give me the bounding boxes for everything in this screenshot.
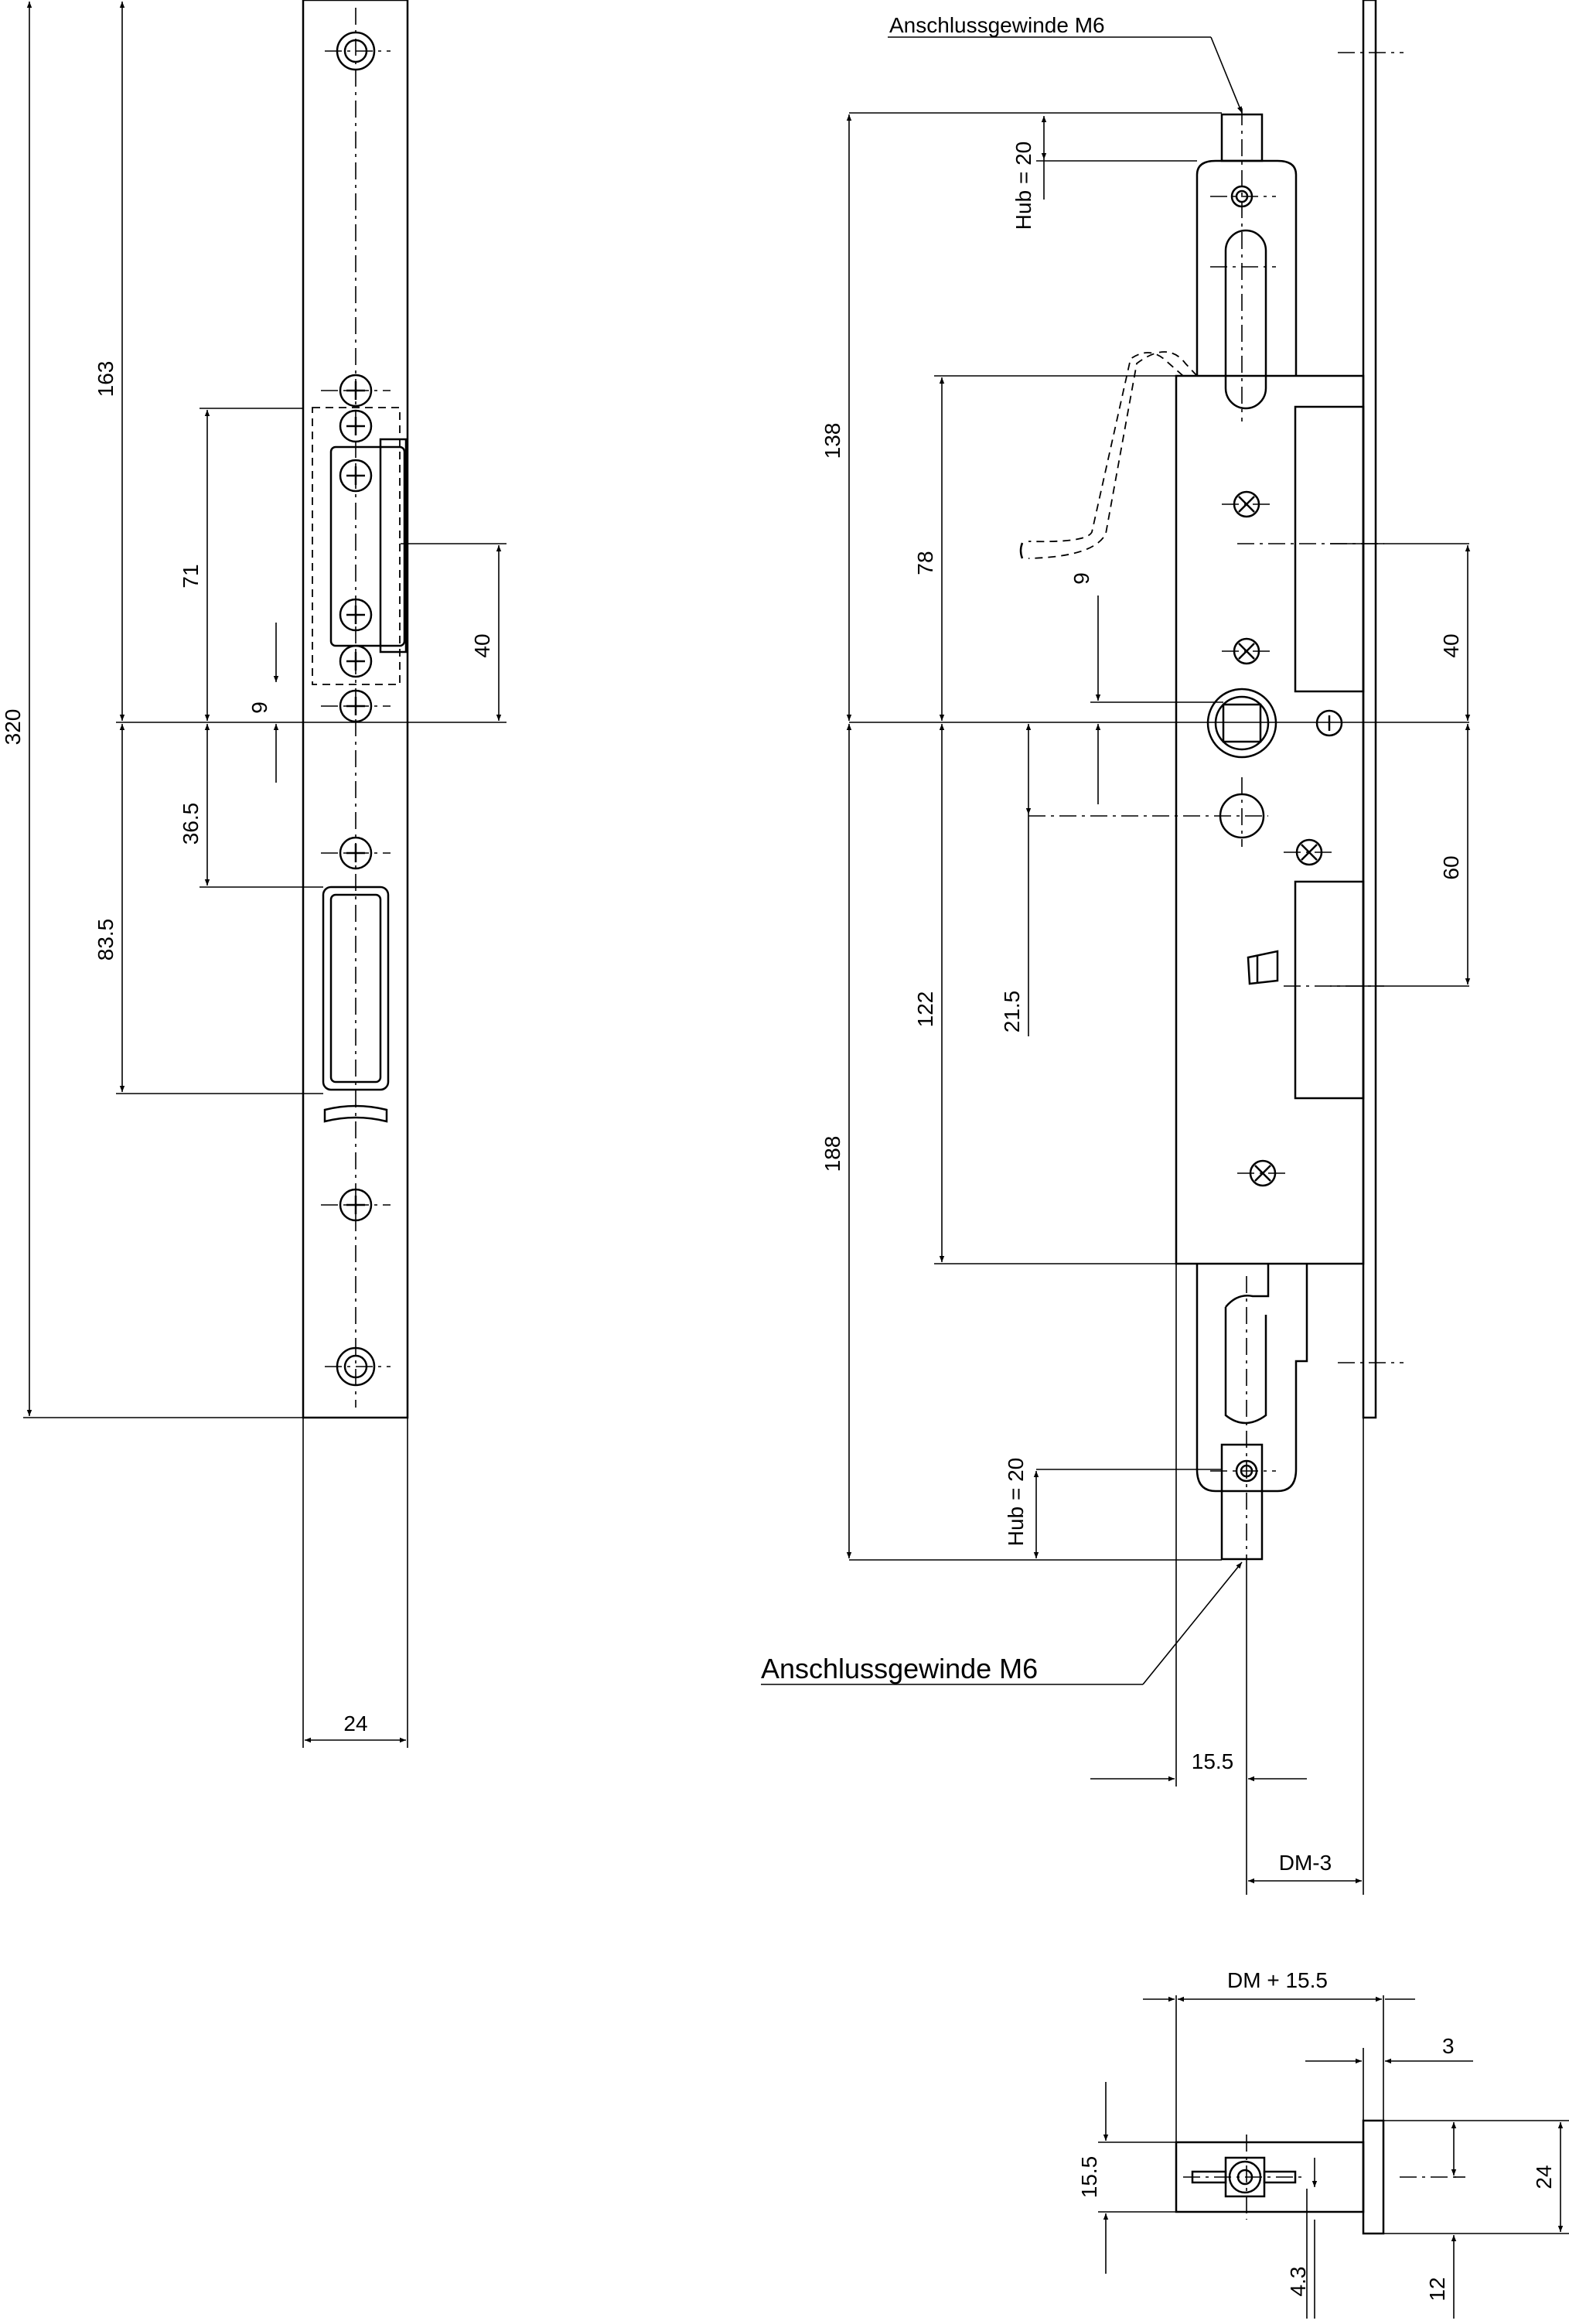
lock-body-view: Anschlussgewinde M6 Anschlussgewinde M6 …: [761, 0, 1471, 1895]
latch-pocket-outline: [312, 407, 401, 685]
strike-plate-outline: [302, 0, 409, 1419]
strike-bolt-end-label: 83.5: [94, 919, 118, 961]
faceplate-thickness-label: 3: [1442, 2034, 1455, 2058]
lock-cylinder-label: 21.5: [1000, 991, 1024, 1033]
section-faceplate: [1362, 2119, 1385, 2235]
dm-plus-label: DM + 15.5: [1227, 1968, 1328, 1992]
section-height-label: 15.5: [1077, 2156, 1101, 2199]
strike-offset-label: 9: [247, 701, 271, 714]
top-rod: [1196, 159, 1298, 376]
lock-latch-label: 40: [1439, 633, 1463, 657]
lock-bolt-label: 60: [1439, 855, 1463, 879]
bottom-rod: [1196, 1264, 1308, 1493]
bolt-box: [1294, 880, 1365, 1100]
thread-label-top: Anschlussgewinde M6: [889, 13, 1105, 37]
bottom-rod-head: [1220, 1443, 1264, 1561]
indicator-icon: [1315, 709, 1343, 737]
strike-latch-zone-label: 71: [179, 564, 203, 588]
strike-height-label: 320: [1, 709, 25, 746]
lock-case-top-label: 78: [913, 551, 937, 575]
screw-icon: [339, 598, 373, 632]
lock-backset-label: 15.5: [1192, 1749, 1234, 1773]
lock-case: [1175, 374, 1365, 1265]
follower-square-icon: [1222, 703, 1262, 743]
latch-tongue-icon: [1247, 950, 1279, 985]
latch-opening: [329, 445, 406, 647]
thread-label-bottom: Anschlussgewinde M6: [761, 1653, 1038, 1684]
bolt-notch: [323, 1104, 388, 1123]
lock-case-bottom-label: 122: [913, 991, 937, 1028]
strike-bolt-opening-label: 36.5: [179, 803, 203, 845]
screw-icon: [339, 459, 373, 493]
lock-offset-label: 9: [1069, 572, 1093, 585]
follower-hub: [1206, 688, 1277, 759]
screw-icon: [339, 644, 373, 678]
section-view: DM + 15.5 3 15.5 24 4.3 12: [1077, 1968, 1569, 2319]
strike-width-label: 24: [343, 1711, 367, 1735]
stroke-label-bottom: Hub = 20: [1004, 1458, 1028, 1546]
stroke-label-top: Hub = 20: [1011, 142, 1035, 230]
strike-latch-bolt-label: 40: [470, 633, 494, 657]
latch-box: [1294, 405, 1365, 693]
faceplate: [1362, 0, 1377, 1419]
rod-travel-outline: [1028, 352, 1184, 543]
strike-plate-view: 320 163 71 9 40 36.5 83.5 24: [1, 0, 507, 1748]
bolt-opening: [322, 886, 390, 1091]
strike-top-label: 163: [94, 361, 118, 398]
section-width-label: 24: [1532, 2165, 1556, 2189]
lock-top-label: 138: [820, 423, 844, 459]
section-offset-right-label: 12: [1425, 2277, 1449, 2301]
section-offset-left-label: 4.3: [1286, 2267, 1310, 2297]
lock-bottom-label: 188: [820, 1136, 844, 1172]
screw-icon: [339, 409, 373, 443]
dm-minus-label: DM-3: [1279, 1851, 1332, 1875]
